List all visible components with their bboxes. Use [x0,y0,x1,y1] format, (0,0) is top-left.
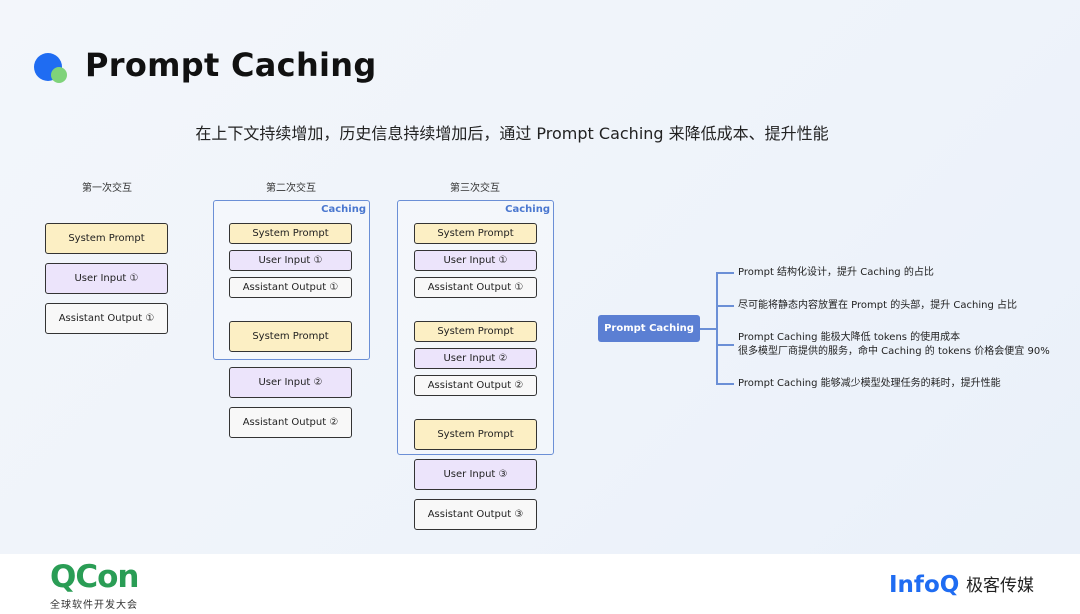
caching-label: Caching [321,204,366,215]
mindmap-point-4: Prompt Caching 能够减少模型处理任务的耗时，提升性能 [738,378,1001,389]
system-prompt-block: System Prompt [414,321,537,342]
assistant-output-block: Assistant Output ② [414,375,537,396]
mindmap-point-3-line-2: 很多模型厂商提供的服务，命中 Caching 的 tokens 价格会便宜 90… [738,346,1050,357]
assistant-output-block: Assistant Output ③ [414,499,537,530]
assistant-output-block: Assistant Output ① [414,277,537,298]
system-prompt-block: System Prompt [45,223,168,254]
page-title: Prompt Caching [85,46,377,84]
connector-branch-1 [716,272,734,274]
connector-branch-3 [716,344,734,346]
system-prompt-block: System Prompt [414,223,537,244]
column-label-3: 第三次交互 [450,183,500,194]
column-label-1: 第一次交互 [82,183,132,194]
connector-branch-2 [716,305,734,307]
caching-label: Caching [505,204,550,215]
user-input-block: User Input ① [414,250,537,271]
mindmap-center-node: Prompt Caching [598,315,700,342]
connector-branch-4 [716,383,734,385]
connector-horizontal [700,328,716,330]
qcon-subtitle: 全球软件开发大会 [50,600,138,611]
assistant-output-block: Assistant Output ① [45,303,168,334]
system-prompt-block: System Prompt [229,223,352,244]
mindmap-point-3-line-1: Prompt Caching 能极大降低 tokens 的使用成本 [738,332,961,343]
infoq-chinese-name: 极客传媒 [966,576,1034,596]
system-prompt-block: System Prompt [229,321,352,352]
qcon-logo: QCon [50,559,139,595]
user-input-block: User Input ② [414,348,537,369]
footer-bar [0,554,1080,614]
user-input-block: User Input ① [45,263,168,294]
user-input-block: User Input ① [229,250,352,271]
connector-vertical [716,272,718,384]
assistant-output-block: Assistant Output ② [229,407,352,438]
mindmap-point-2: 尽可能将静态内容放置在 Prompt 的头部，提升 Caching 占比 [738,300,1017,311]
assistant-output-block: Assistant Output ① [229,277,352,298]
user-input-block: User Input ③ [414,459,537,490]
column-label-2: 第二次交互 [266,183,316,194]
user-input-block: User Input ② [229,367,352,398]
mindmap-point-1: Prompt 结构化设计，提升 Caching 的占比 [738,267,934,278]
infoq-logo: InfoQ [889,572,960,598]
title-bullet-accent-icon [51,67,67,83]
system-prompt-block: System Prompt [414,419,537,450]
subtitle: 在上下文持续增加，历史信息持续增加后，通过 Prompt Caching 来降低… [195,124,829,143]
